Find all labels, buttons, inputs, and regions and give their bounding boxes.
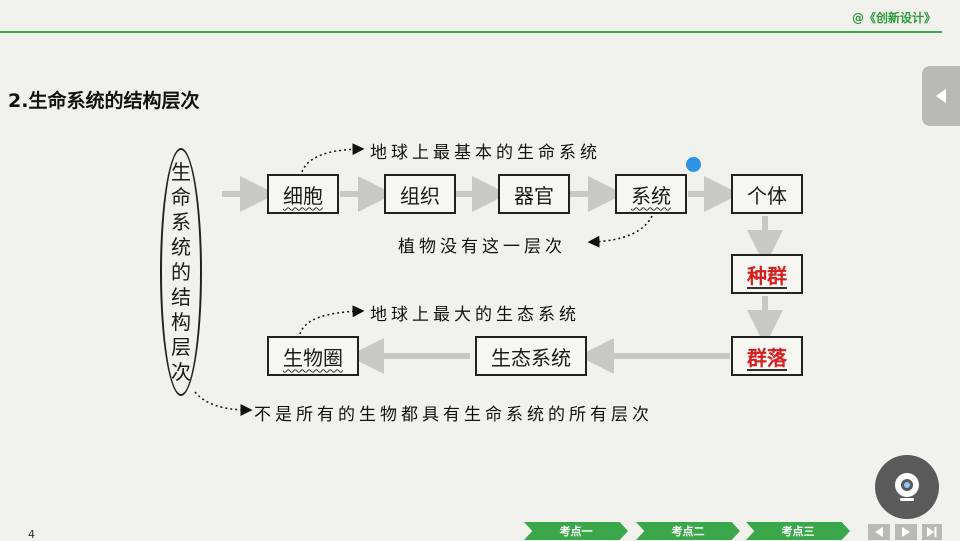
level-ecosystem: 生态系统 <box>475 336 587 376</box>
nav-tab-3[interactable]: 考点三 <box>746 522 850 540</box>
level-organ-label: 器官 <box>514 183 554 208</box>
nav-tab-2[interactable]: 考点二 <box>636 522 740 540</box>
note-plants: 植物没有这一层次 <box>398 237 566 257</box>
header-divider <box>0 31 942 33</box>
note-arrow-biosphere <box>299 305 365 335</box>
page-number: 4 <box>28 528 35 541</box>
note-arrow-cell <box>301 143 365 173</box>
top-bar: @《创新设计》 <box>0 0 960 33</box>
level-population-label: 种群 <box>747 263 787 288</box>
level-community: 群落 <box>731 336 803 376</box>
hierarchy-label: 生命系统的结构层次 <box>171 159 191 384</box>
prev-icon <box>875 527 883 537</box>
note-arrow-all-levels <box>194 391 253 416</box>
pointer-dot <box>686 157 701 172</box>
nav-tab-1[interactable]: 考点一 <box>524 522 628 540</box>
level-cell: 细胞 <box>267 174 339 214</box>
camera-icon <box>895 473 919 501</box>
note-arrow-plants <box>587 215 653 248</box>
note-biosphere: 地球上最大的生态系统 <box>370 305 580 325</box>
level-biosphere: 生物圈 <box>267 336 359 376</box>
next-icon <box>902 527 910 537</box>
slide-title: 2.生命系统的结构层次 <box>8 90 200 112</box>
last-button[interactable] <box>922 524 942 540</box>
hierarchy-label-oval: 生命系统的结构层次 <box>160 148 202 396</box>
level-organ: 器官 <box>498 174 570 214</box>
level-ecosystem-label: 生态系统 <box>491 345 571 370</box>
brand-label: @《创新设计》 <box>851 11 936 25</box>
side-collapse-button[interactable] <box>922 66 960 126</box>
level-cell-label: 细胞 <box>283 183 323 208</box>
level-system: 系统 <box>615 174 687 214</box>
next-button[interactable] <box>895 524 917 540</box>
level-tissue-label: 组织 <box>400 183 440 208</box>
level-biosphere-label: 生物圈 <box>283 345 343 370</box>
prev-button[interactable] <box>868 524 890 540</box>
last-icon <box>927 527 937 537</box>
level-system-label: 系统 <box>631 183 671 208</box>
note-all-levels: 不是所有的生物都具有生命系统的所有层次 <box>254 405 653 425</box>
collapse-left-icon <box>936 89 946 103</box>
level-individual: 个体 <box>731 174 803 214</box>
level-tissue: 组织 <box>384 174 456 214</box>
level-population: 种群 <box>731 254 803 294</box>
camera-button[interactable] <box>875 455 939 519</box>
note-cell: 地球上最基本的生命系统 <box>370 143 601 163</box>
level-community-label: 群落 <box>747 345 787 370</box>
level-individual-label: 个体 <box>747 183 787 208</box>
